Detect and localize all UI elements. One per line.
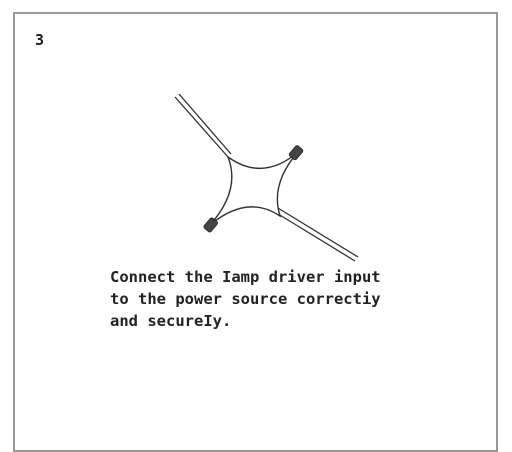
wire-upper-left-inner [178,94,232,155]
wire-lower-right [269,208,356,262]
instruction-line: Connect the Iamp driver input [110,268,381,286]
wire-connector-icon [174,94,359,262]
instruction-text: Connect the Iamp driver input to the pow… [110,266,490,332]
instruction-line: and secureIy. [110,312,232,330]
terminal-cap-bottom-left [203,217,218,233]
connector-body [209,151,299,226]
wire-upper-left [174,96,229,158]
instruction-panel: 3 Connect the Iamp driver input to the p… [13,12,498,452]
step-number: 3 [35,31,45,49]
wire-lower-right-inner [272,204,359,258]
instruction-line: to the power source correctiy [110,290,381,308]
terminal-cap-top-right [288,145,304,161]
